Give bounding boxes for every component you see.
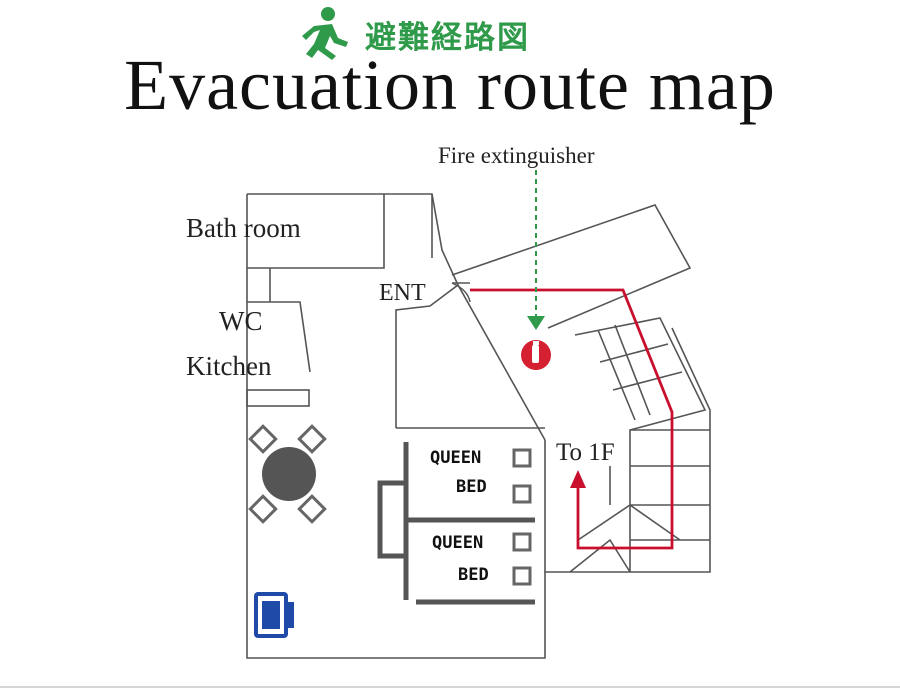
building-walls (246, 193, 711, 659)
fire-extinguisher-icon (521, 340, 551, 370)
title-english: Evacuation route map (124, 45, 776, 125)
header: 避難経路図 Evacuation route map (0, 0, 900, 140)
title-japanese: 避難経路図 (365, 20, 530, 56)
bed-label-line2: BED (458, 565, 489, 585)
bed-pillow-icon (512, 484, 532, 504)
bedroom-walls (377, 442, 535, 605)
bed-markers (512, 448, 532, 586)
dining-table-icon (248, 424, 327, 524)
bed-label-line1: QUEEN (430, 448, 481, 468)
fire-extinguisher-label: Fire extinguisher (438, 143, 595, 168)
bath-room-label: Bath room (186, 213, 301, 243)
pointer-arrow-icon (527, 316, 545, 330)
bed-pillow-icon (512, 448, 532, 468)
wc-label: WC (219, 306, 263, 336)
bed-label-line1: QUEEN (432, 533, 483, 553)
route-arrow-icon (570, 470, 586, 488)
bed-label-line2: BED (456, 477, 487, 497)
kitchen-label: Kitchen (186, 351, 272, 381)
entrance-door (451, 282, 471, 303)
appliance-icon (254, 592, 294, 638)
bed-pillow-icon (512, 532, 532, 552)
entrance-label: ENT (379, 280, 426, 306)
bed-pillow-icon (512, 566, 532, 586)
evacuation-route (470, 288, 674, 550)
to-1f-label: To 1F (556, 439, 615, 466)
bottom-divider (0, 686, 900, 688)
emergency-exit-icon (302, 7, 348, 60)
